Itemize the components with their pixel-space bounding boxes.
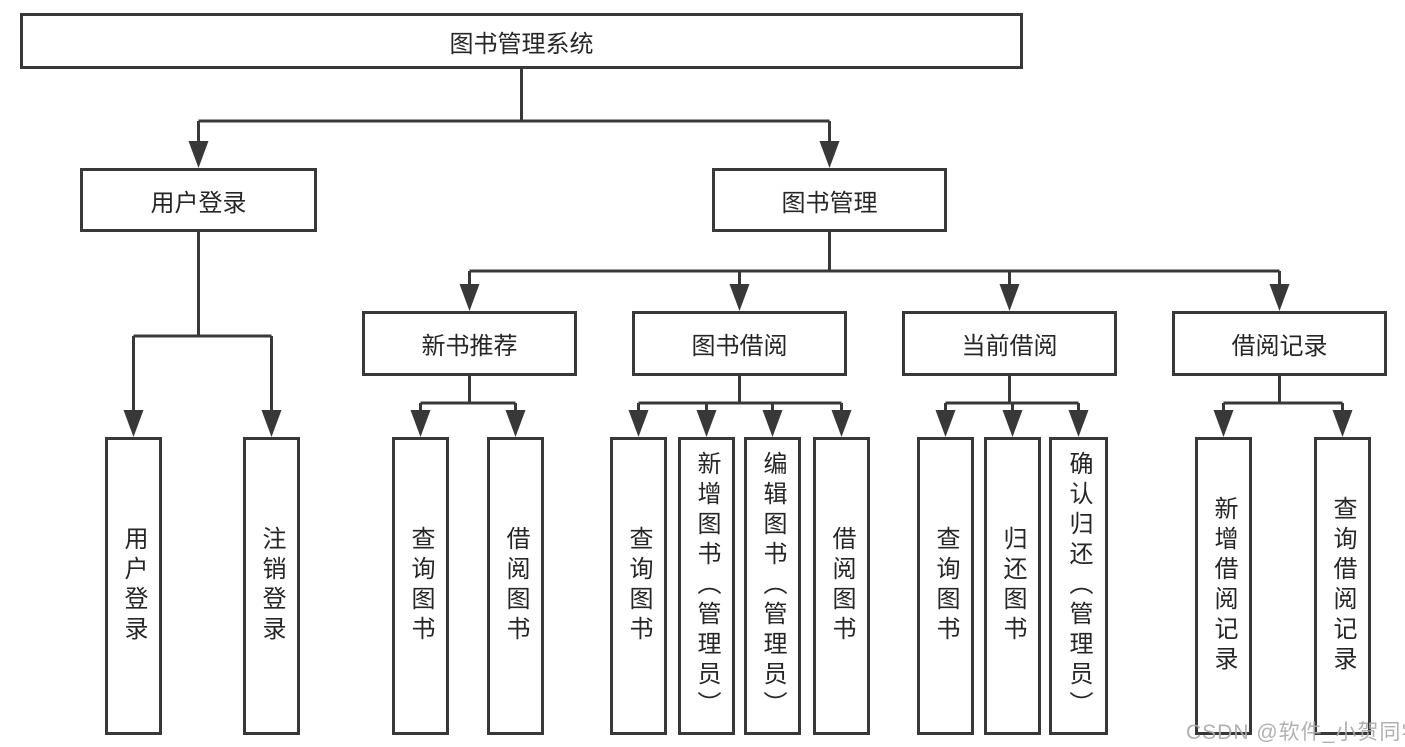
leaf-query-books-recommend: 查询图书 [392, 437, 449, 735]
node-new-book-recommend: 新书推荐 [362, 311, 577, 376]
leaf-confirm-return-admin: 确认归还（管理员） [1049, 437, 1108, 735]
leaf-edit-book-admin: 编辑图书（管理员） [744, 437, 801, 735]
leaf-return-book: 归还图书 [984, 437, 1041, 735]
csdn-watermark: CSDN @软件_小贺同学 [1186, 721, 1405, 744]
leaf-add-borrow-record: 新增借阅记录 [1195, 437, 1252, 735]
leaf-logout: 注销登录 [243, 437, 300, 735]
leaf-borrow-books-borrow: 借阅图书 [813, 437, 870, 735]
leaf-user-login: 用户登录 [105, 437, 162, 735]
node-book-borrow: 图书借阅 [632, 311, 847, 376]
leaf-query-books-current: 查询图书 [917, 437, 974, 735]
leaf-borrow-books-recommend: 借阅图书 [487, 437, 544, 735]
node-book-management: 图书管理 [712, 168, 947, 232]
leaf-query-books-borrow: 查询图书 [610, 437, 667, 735]
node-borrow-records: 借阅记录 [1172, 311, 1387, 376]
node-current-borrow: 当前借阅 [902, 311, 1117, 376]
node-user-login: 用户登录 [80, 168, 317, 232]
leaf-query-borrow-record: 查询借阅记录 [1314, 437, 1371, 735]
node-root-library-system: 图书管理系统 [20, 13, 1023, 69]
leaf-add-book-admin: 新增图书（管理员） [678, 437, 735, 735]
